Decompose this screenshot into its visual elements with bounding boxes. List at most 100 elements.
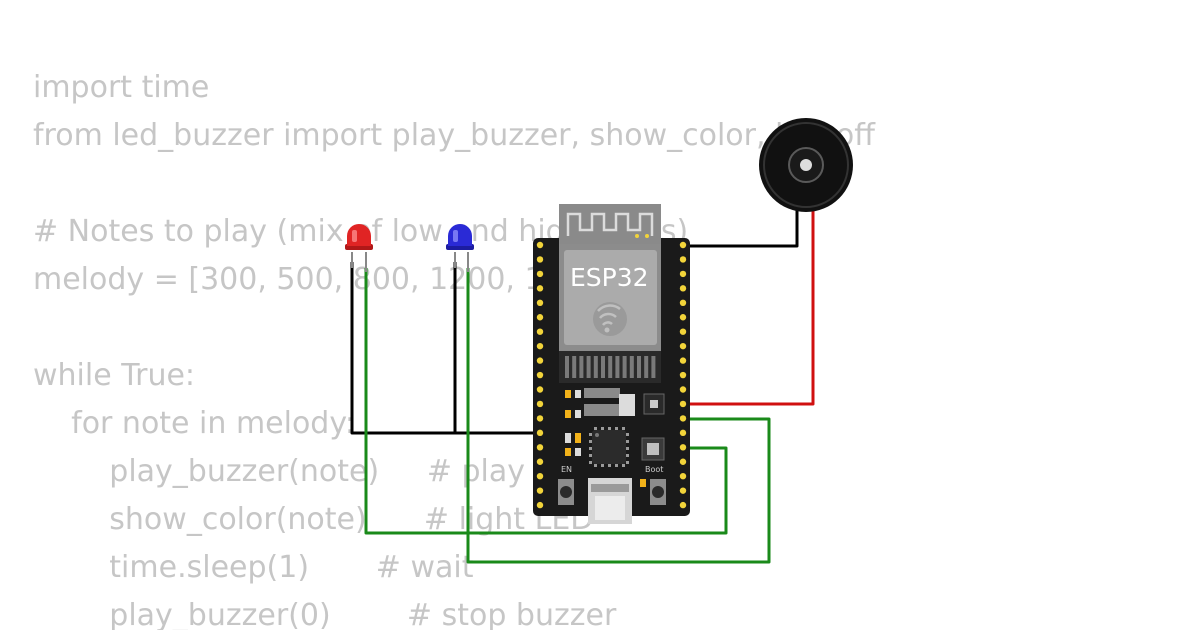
header-pin <box>679 501 687 509</box>
header-pin <box>679 342 687 350</box>
header-pin <box>679 487 687 494</box>
micro-usb-port <box>588 478 632 524</box>
chip-pin <box>626 433 629 436</box>
header-pin <box>679 241 687 249</box>
chip-pin <box>626 447 629 450</box>
header-pin <box>679 314 687 321</box>
module-pad <box>651 356 656 378</box>
header-pin <box>679 299 687 306</box>
header-pin <box>679 429 687 437</box>
header-pin <box>536 285 544 292</box>
code-line: for note in melody: <box>33 400 875 448</box>
module-pad <box>565 356 569 378</box>
chip-pin <box>594 464 597 467</box>
header-pin <box>679 328 687 335</box>
code-line-text: show_color(note) # light LED <box>33 502 594 537</box>
header-pin <box>536 328 544 335</box>
wire-buzzer-signal <box>684 205 815 406</box>
chip-pin <box>589 454 592 457</box>
code-line: import time <box>33 64 875 112</box>
wire-blue-led-signal <box>466 268 771 564</box>
header-pin <box>679 473 687 480</box>
header-pin <box>679 458 687 465</box>
header-pin <box>679 285 687 292</box>
code-line-text: while True: <box>33 358 196 393</box>
module-pad <box>601 356 605 378</box>
chip-pin <box>589 447 592 450</box>
chip-pin <box>589 440 592 443</box>
header-pin <box>536 386 544 393</box>
module-pad <box>586 356 591 378</box>
module-pad <box>622 356 627 378</box>
header-pin <box>536 270 544 278</box>
chip-pin <box>622 464 625 467</box>
module-pad <box>579 356 584 378</box>
header-pin <box>679 371 687 379</box>
chip-pin <box>626 461 629 464</box>
wire-red-led-signal <box>364 268 728 535</box>
chip-pin <box>589 461 592 464</box>
left-header-pins <box>536 241 544 509</box>
header-pin <box>536 299 544 306</box>
header-pin <box>679 415 687 422</box>
boot-label: Boot <box>645 465 663 474</box>
header-pin <box>536 357 544 364</box>
chip-pin <box>615 464 618 467</box>
header-pin <box>679 256 687 263</box>
boot-button <box>650 479 666 505</box>
right-header-pins <box>679 241 687 509</box>
esp32-label: ESP32 <box>570 263 649 292</box>
chip-pin <box>626 440 629 443</box>
code-line: play_buzzer(0) # stop buzzer <box>33 592 875 630</box>
en-label: EN <box>561 465 572 474</box>
header-pin <box>536 241 544 249</box>
header-pin <box>536 342 544 350</box>
chip-pin <box>601 464 604 467</box>
header-pin <box>679 270 687 278</box>
wire-buzzer-ground <box>685 205 799 248</box>
wire-blue-led-ground <box>453 262 538 435</box>
chip-pin <box>608 427 611 430</box>
module-pad <box>637 356 641 378</box>
code-line: show_color(note) # light LED <box>33 496 875 544</box>
module-pad <box>644 356 649 378</box>
header-pin <box>536 371 544 379</box>
module-pad <box>608 356 613 378</box>
code-line-text: time.sleep(1) # wait <box>33 550 474 585</box>
blue-led <box>446 224 474 272</box>
header-pin <box>536 458 544 465</box>
code-line: time.sleep(1) # wait <box>33 544 875 592</box>
module-pad <box>615 356 620 378</box>
code-line: while True: <box>33 352 875 400</box>
header-pin <box>536 256 544 263</box>
header-pin <box>536 429 544 437</box>
header-pin <box>679 400 687 408</box>
code-line-text: for note in melody: <box>33 406 356 441</box>
chip-pin <box>626 454 629 457</box>
header-pin <box>536 501 544 509</box>
module-pad <box>593 356 598 378</box>
en-button <box>558 479 574 505</box>
esp32-board: ESP32 <box>533 204 690 524</box>
wire-red-led-ground <box>350 262 538 435</box>
header-pin <box>536 400 544 408</box>
red-led <box>345 224 373 272</box>
header-pin <box>536 487 544 494</box>
code-line-text: play_buzzer(0) # stop buzzer <box>33 598 617 630</box>
chip-pin <box>608 464 611 467</box>
header-pin <box>679 386 687 393</box>
code-line-text: import time <box>33 70 210 105</box>
chip-pin <box>601 427 604 430</box>
header-pin <box>536 444 544 451</box>
header-pin <box>679 357 687 364</box>
chip-pin <box>615 427 618 430</box>
module-pad <box>572 356 577 378</box>
chip-pin <box>622 427 625 430</box>
header-pin <box>536 473 544 480</box>
header-pin <box>536 314 544 321</box>
chip-pin <box>594 427 597 430</box>
module-pad <box>629 356 634 378</box>
chip-pin <box>589 433 592 436</box>
